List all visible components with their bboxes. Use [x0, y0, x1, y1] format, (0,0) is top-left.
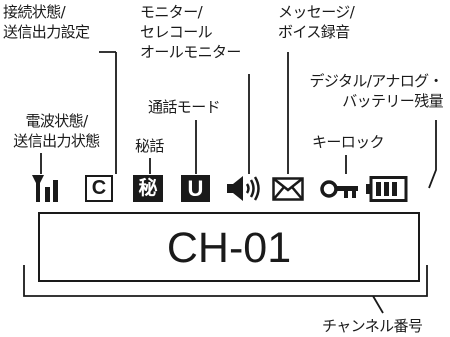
call-mode-label: 通話モード [148, 98, 221, 116]
message-label-line2: ボイス録音 [278, 23, 350, 41]
signal-label-line2: 送信出力状態 [13, 132, 100, 150]
monitor-label-line2: セレコール [140, 23, 213, 41]
channel-display: CH-01 [38, 212, 420, 282]
key-icon [320, 180, 358, 198]
call-mode-u-glyph: U [187, 176, 204, 201]
secret-glyph: 秘 [138, 177, 158, 199]
secret-icon: 秘 [133, 175, 163, 202]
channel-bracket [23, 265, 428, 297]
monitor-label-line1: モニター/ [140, 3, 203, 21]
channel-number-label: チャンネル番号 [322, 317, 423, 335]
signal-label-line1: 電波状態/ [25, 112, 88, 130]
envelope-icon [272, 177, 304, 201]
connection-label: 接続状態/ 送信出力設定 [3, 2, 90, 42]
digital-battery-label: デジタル/アナログ・ バッテリー残量 [290, 71, 444, 111]
monitor-label: モニター/ セレコール オールモニター [140, 2, 241, 62]
channel-readout: CH-01 [166, 224, 292, 272]
message-label-line1: メッセージ/ [278, 3, 355, 21]
connection-label-line2: 送信出力設定 [3, 23, 90, 41]
digital-leader [428, 120, 437, 189]
call-mode-u-icon: U [181, 175, 210, 202]
message-label: メッセージ/ ボイス録音 [278, 2, 355, 42]
digital-label-line2: バッテリー残量 [342, 92, 443, 110]
digital-label-line1: デジタル/アナログ・ [309, 72, 444, 90]
signal-bars-icon [32, 175, 58, 202]
signal-label: 電波状態/ 送信出力状態 [0, 111, 113, 151]
channel-number-leader [372, 295, 384, 314]
key-lock-label: キーロック [312, 133, 385, 151]
speaker-icon [227, 176, 260, 201]
connection-label-line1: 接続状態/ [3, 3, 66, 21]
monitor-label-line3: オールモニター [140, 43, 241, 61]
secret-label: 秘話 [135, 137, 164, 155]
battery-icon [366, 176, 408, 202]
connection-c-glyph: C [91, 177, 107, 199]
connection-c-icon: C [85, 175, 113, 202]
